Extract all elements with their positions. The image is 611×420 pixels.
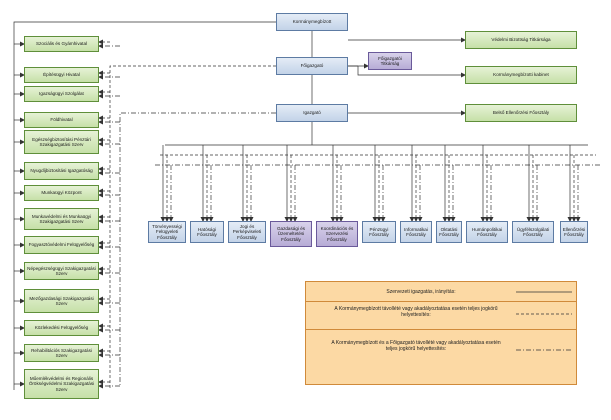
left-box-label: Nyugdíjbiztosítási Igazgatóság	[30, 168, 93, 174]
left-box-label: Szociális és Gyámhivatal	[35, 41, 88, 47]
foigazgato-box: Főigazgató	[276, 57, 348, 75]
right-box-label: Kormánymegbízotti kabinet	[493, 72, 549, 78]
bottom-box-label: Gazdasági és Üzemeltetési Főosztály	[276, 225, 306, 242]
left-box-label: Földhivatal	[50, 117, 73, 123]
bottom-box-3: Gazdasági és Üzemeltetési Főosztály	[270, 221, 312, 247]
left-box-label: Egészségbiztosítási Pénztári Szakigazgat…	[32, 136, 91, 147]
left-box-5: Nyugdíjbiztosítási Igazgatóság	[24, 162, 99, 180]
bottom-box-label: Ellenőrzési Főosztály	[562, 226, 586, 237]
right-box-0: Védelmi Bizottság Titkársága	[465, 31, 577, 49]
legend-line-samples	[516, 291, 572, 351]
bottom-box-label: Törvényességi Felügyeleti Főosztály	[152, 223, 182, 240]
left-box-label: Műemlékvédelmi és Regionális Örökségvéde…	[28, 375, 95, 392]
left-box-label: Közlekedési Felügyelőség	[34, 325, 89, 331]
bottom-box-label: Ügyfélszolgálati Főosztály	[516, 226, 550, 237]
bottom-box-label: Oktatási Főosztály	[439, 226, 459, 237]
left-box-11: Közlekedési Felügyelőség	[24, 320, 99, 336]
left-box-label: Építésügyi Hivatal	[43, 72, 80, 78]
legend-dashdot-text: A Kormánymegbízott és a Főigazgató távol…	[331, 340, 501, 352]
right-box-1: Kormánymegbízotti kabinet	[465, 66, 577, 84]
left-box-2: Igazságügyi Szolgálat	[24, 86, 99, 102]
bottom-box-8: Humánpolitikai Főosztály	[466, 221, 508, 243]
left-box-label: Munkaügyi Központ	[41, 190, 82, 196]
bottom-box-6: Informatikai Főosztály	[400, 221, 432, 243]
kormanymegbizott-box: Kormánymegbízott	[276, 13, 348, 31]
left-box-4: Egészségbiztosítási Pénztári Szakigazgat…	[24, 130, 99, 154]
legend-solid-text: Szervezeti igazgatás, irányítás:	[386, 289, 456, 295]
foigazgatoi-titkarsag-label: Főigazgatói Titkárság	[378, 55, 402, 66]
left-box-label: Fogyasztóvédelmi Felügyelőség	[28, 242, 95, 248]
left-box-9: Népegészségügyi Szakigazgatási Szerv	[24, 262, 99, 280]
bottom-box-2: Jogi és Perképviseleti Főosztály	[228, 221, 266, 243]
left-box-label: Mezőgazdasági Szakigazgatási Szerv	[29, 295, 94, 306]
left-box-0: Szociális és Gyámhivatal	[24, 36, 99, 52]
bottom-box-label: Hatósági Főosztály	[197, 226, 217, 237]
left-box-3: Földhivatal	[24, 112, 99, 128]
bottom-box-4: Koordinációs és Szervezési Főosztály	[316, 221, 358, 247]
foigazgato-label: Főigazgató	[300, 63, 324, 69]
foigazgatoi-titkarsag-box: Főigazgatói Titkárság	[368, 52, 412, 70]
left-box-label: Népegészségügyi Szakigazgatási Szerv	[27, 265, 96, 276]
bottom-box-7: Oktatási Főosztály	[436, 221, 462, 243]
left-box-13: Műemlékvédelmi és Regionális Örökségvéde…	[24, 369, 99, 399]
left-box-10: Mezőgazdasági Szakigazgatási Szerv	[24, 289, 99, 313]
left-box-label: Rehabilitációs Szakigazgatási Szerv	[31, 347, 92, 358]
right-box-label: Belső Ellenőrzési Főosztály	[492, 110, 550, 116]
left-box-7: Munkavédelmi és Munkaügyi Szakigazgatási…	[24, 208, 99, 230]
left-box-label: Igazságügyi Szolgálat	[39, 91, 84, 97]
igazgato-label: Igazgató	[303, 110, 321, 116]
right-box-2: Belső Ellenőrzési Főosztály	[465, 104, 577, 122]
bottom-box-label: Koordinációs és Szervezési Főosztály	[320, 225, 354, 242]
bottom-box-1: Hatósági Főosztály	[190, 221, 224, 243]
right-box-label: Védelmi Bizottság Titkársága	[491, 37, 551, 43]
legend: Szervezeti igazgatás, irányítás: A Kormá…	[305, 281, 577, 385]
left-box-1: Építésügyi Hivatal	[24, 67, 99, 83]
igazgato-box: Igazgató	[276, 104, 348, 122]
legend-dashed-text: A Kormánymegbízott távollété vagy akadál…	[334, 306, 498, 318]
bottom-box-label: Jogi és Perképviseleti Főosztály	[232, 223, 262, 240]
bottom-box-label: Informatikai Főosztály	[404, 226, 428, 237]
bottom-box-10: Ellenőrzési Főosztály	[560, 221, 588, 243]
kormanymegbizott-label: Kormánymegbízott	[292, 19, 332, 25]
bottom-box-5: Pénzügyi Főosztály	[362, 221, 396, 243]
left-box-12: Rehabilitációs Szakigazgatási Szerv	[24, 344, 99, 362]
bottom-box-9: Ügyfélszolgálati Főosztály	[512, 221, 554, 243]
bottom-box-label: Humánpolitikai Főosztály	[471, 226, 503, 237]
left-box-8: Fogyasztóvédelmi Felügyelőség	[24, 236, 99, 254]
left-box-label: Munkavédelmi és Munkaügyi Szakigazgatási…	[31, 213, 92, 224]
bottom-box-label: Pénzügyi Főosztály	[369, 226, 389, 237]
left-box-6: Munkaügyi Központ	[24, 185, 99, 201]
bottom-box-0: Törvényességi Felügyeleti Főosztály	[148, 221, 186, 243]
